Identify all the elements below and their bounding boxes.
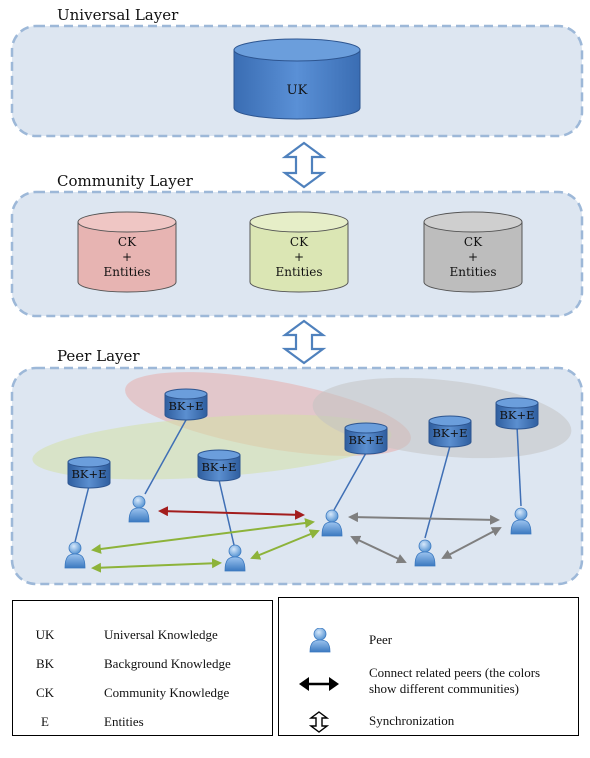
ck-red-line-1: CK [118,235,137,249]
peer-icon [128,495,150,523]
bk-database-4: BK+E [344,422,388,455]
community-layer-title: Community Layer [57,172,194,190]
ck-gray-line-1: CK [464,235,483,249]
bk-label-6: BK+E [499,408,534,422]
peer-icon [510,507,532,535]
legend-abbr: CK [35,685,55,700]
legend-desc: Universal Knowledge [104,627,218,642]
legend-peer-text: Peer [369,632,393,647]
ck-red-line-2: + [122,250,132,264]
ck-green-line-2: + [294,250,304,264]
link-gray-2 [350,535,407,564]
peer-icon [224,544,246,572]
legend-abbr: E [41,714,49,729]
sync-arrow-universal-community [281,141,327,189]
bk-label-5: BK+E [432,426,467,440]
link-gray-3 [441,527,502,559]
ck-gray-line-2: + [468,250,478,264]
peer-icon [414,539,436,567]
ck-green-line-3: Entities [275,265,322,279]
double-arrow-icon [299,677,339,691]
bk-database-1: BK+E [67,456,111,489]
legend-desc: Entities [104,714,144,729]
universal-layer-title: Universal Layer [57,6,179,24]
peer-layer-title: Peer Layer [57,347,140,365]
legend-abbr: UK [35,627,55,642]
ck-gray-line-3: Entities [449,265,496,279]
bk-database-5: BK+E [428,415,472,448]
ck-database-green: CK + Entities [249,211,349,293]
ck-database-red: CK + Entities [77,211,177,293]
bk-database-2: BK+E [164,388,208,421]
link-green-2 [91,558,222,573]
legend-desc: Community Knowledge [104,685,230,700]
bk-database-3: BK+E [197,449,241,482]
peer-icon [64,541,86,569]
link-red-1 [158,506,305,520]
legend-abbr: BK [35,656,55,671]
bk-label-2: BK+E [168,399,203,413]
peer-icon [321,509,343,537]
legend-desc: Background Knowledge [104,656,231,671]
uk-label: UK [287,83,308,98]
bk-label-4: BK+E [348,433,383,447]
link-green-3 [250,529,320,560]
bk-label-3: BK+E [201,460,236,474]
ck-green-line-1: CK [290,235,309,249]
legend-abbreviations: UK Universal Knowledge BK Background Kno… [12,600,273,736]
legend-sync-text: Synchronization [369,713,455,728]
bk-database-6: BK+E [495,397,539,430]
sync-arrow-icon [309,711,329,733]
legend-connect-text: Connect related peers (the colors show d… [369,665,541,696]
community-region-green [32,414,392,480]
bk-label-1: BK+E [71,467,106,481]
link-gray-1 [348,512,500,525]
legend-symbols: Peer Connect related peers (the colors s… [278,597,579,736]
ck-database-gray: CK + Entities [423,211,523,293]
peer-icon [309,628,331,653]
sync-arrow-community-peer [281,319,327,365]
link-green-1 [91,518,315,554]
ck-red-line-3: Entities [103,265,150,279]
uk-database: UK [233,38,361,120]
